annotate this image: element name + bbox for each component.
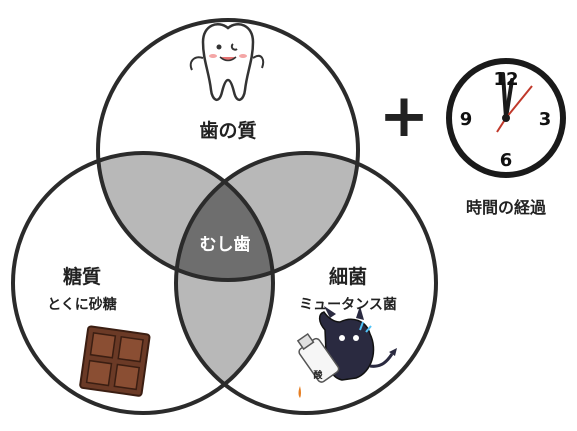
overlap-center: [176, 153, 273, 280]
acid-label: 酸: [313, 369, 323, 381]
tooth-icon: [189, 23, 265, 101]
center-label: むし歯: [200, 234, 251, 255]
teeth-label: 歯の質: [199, 119, 256, 142]
chocolate-icon: [79, 325, 151, 397]
clock-number-12: 12: [493, 69, 518, 90]
bacteria-label: 細菌: [329, 265, 367, 288]
circle-sugar: [11, 151, 275, 415]
clock-number-9: 9: [460, 109, 473, 130]
acid-bottle-icon: [296, 332, 340, 398]
circle-bacteria: [174, 151, 438, 415]
clock-second-hand: [505, 85, 533, 119]
bacteria-sublabel: ミュータンス菌: [299, 296, 397, 313]
circle-teeth: [96, 18, 360, 282]
plus-symbol: +: [379, 81, 429, 151]
sugar-label: 糖質: [63, 265, 101, 288]
clock-icon: [446, 58, 566, 178]
sugar-sublabel: とくに砂糖: [47, 296, 117, 313]
clock-number-6: 6: [500, 150, 513, 171]
clock-number-3: 3: [539, 109, 552, 130]
clock-label: 時間の経過: [466, 198, 547, 217]
